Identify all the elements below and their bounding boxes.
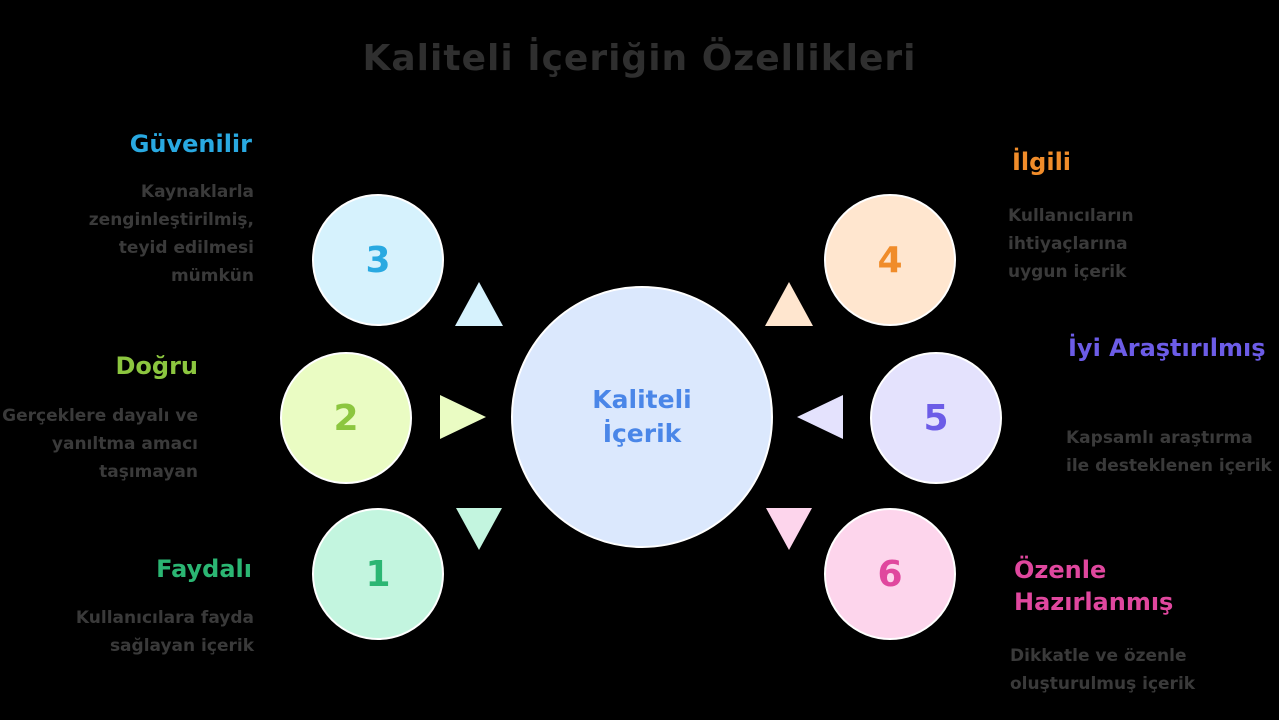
node-heading-5: İyi Araştırılmış xyxy=(1068,334,1266,362)
node-description-6: Dikkatle ve özenle oluşturulmuş içerik xyxy=(1010,646,1196,694)
node-number-4: 4 xyxy=(877,239,903,281)
arrow-up-icon xyxy=(765,282,813,326)
center-node: Kaliteli İçerik xyxy=(511,286,773,548)
node-heading-1: Faydalı xyxy=(156,555,252,583)
node-description-2: Gerçeklere dayalı ve yanıltma amacı taşı… xyxy=(2,406,198,482)
node-number-6: 6 xyxy=(877,553,903,595)
node-heading-3: Güvenilir xyxy=(129,130,252,158)
node-description-3: Kaynaklarla zenginleştirilmiş, teyid edi… xyxy=(88,182,254,286)
arrow-left-icon xyxy=(797,395,843,439)
arrow-down-icon xyxy=(456,508,502,550)
node-number-1: 1 xyxy=(365,553,391,595)
center-label-line1: Kaliteli xyxy=(592,385,692,414)
node-circle-5: 5 xyxy=(870,352,1002,484)
node-heading-6: Özenle Hazırlanmış xyxy=(1014,556,1174,616)
node-heading-4: İlgili xyxy=(1012,148,1072,176)
node-description-5: Kapsamlı araştırma ile desteklenen içeri… xyxy=(1066,428,1272,476)
node-heading-2: Doğru xyxy=(115,352,198,380)
node-circle-2: 2 xyxy=(280,352,412,484)
node-circle-3: 3 xyxy=(312,194,444,326)
node-description-1: Kullanıcılara fayda sağlayan içerik xyxy=(75,608,254,656)
diagram-title: Kaliteli İçeriğin Özellikleri xyxy=(362,38,917,79)
node-circle-6: 6 xyxy=(824,508,956,640)
center-label-line2: İçerik xyxy=(602,419,682,448)
node-number-5: 5 xyxy=(923,397,949,439)
node-description-4: Kullanıcıların ihtiyaçlarına uygun içeri… xyxy=(1008,206,1134,282)
arrow-down-icon xyxy=(766,508,812,550)
node-circle-1: 1 xyxy=(312,508,444,640)
arrow-right-icon xyxy=(440,395,486,439)
arrow-up-icon xyxy=(455,282,503,326)
node-number-2: 2 xyxy=(333,397,359,439)
node-number-3: 3 xyxy=(365,239,391,281)
node-circle-4: 4 xyxy=(824,194,956,326)
